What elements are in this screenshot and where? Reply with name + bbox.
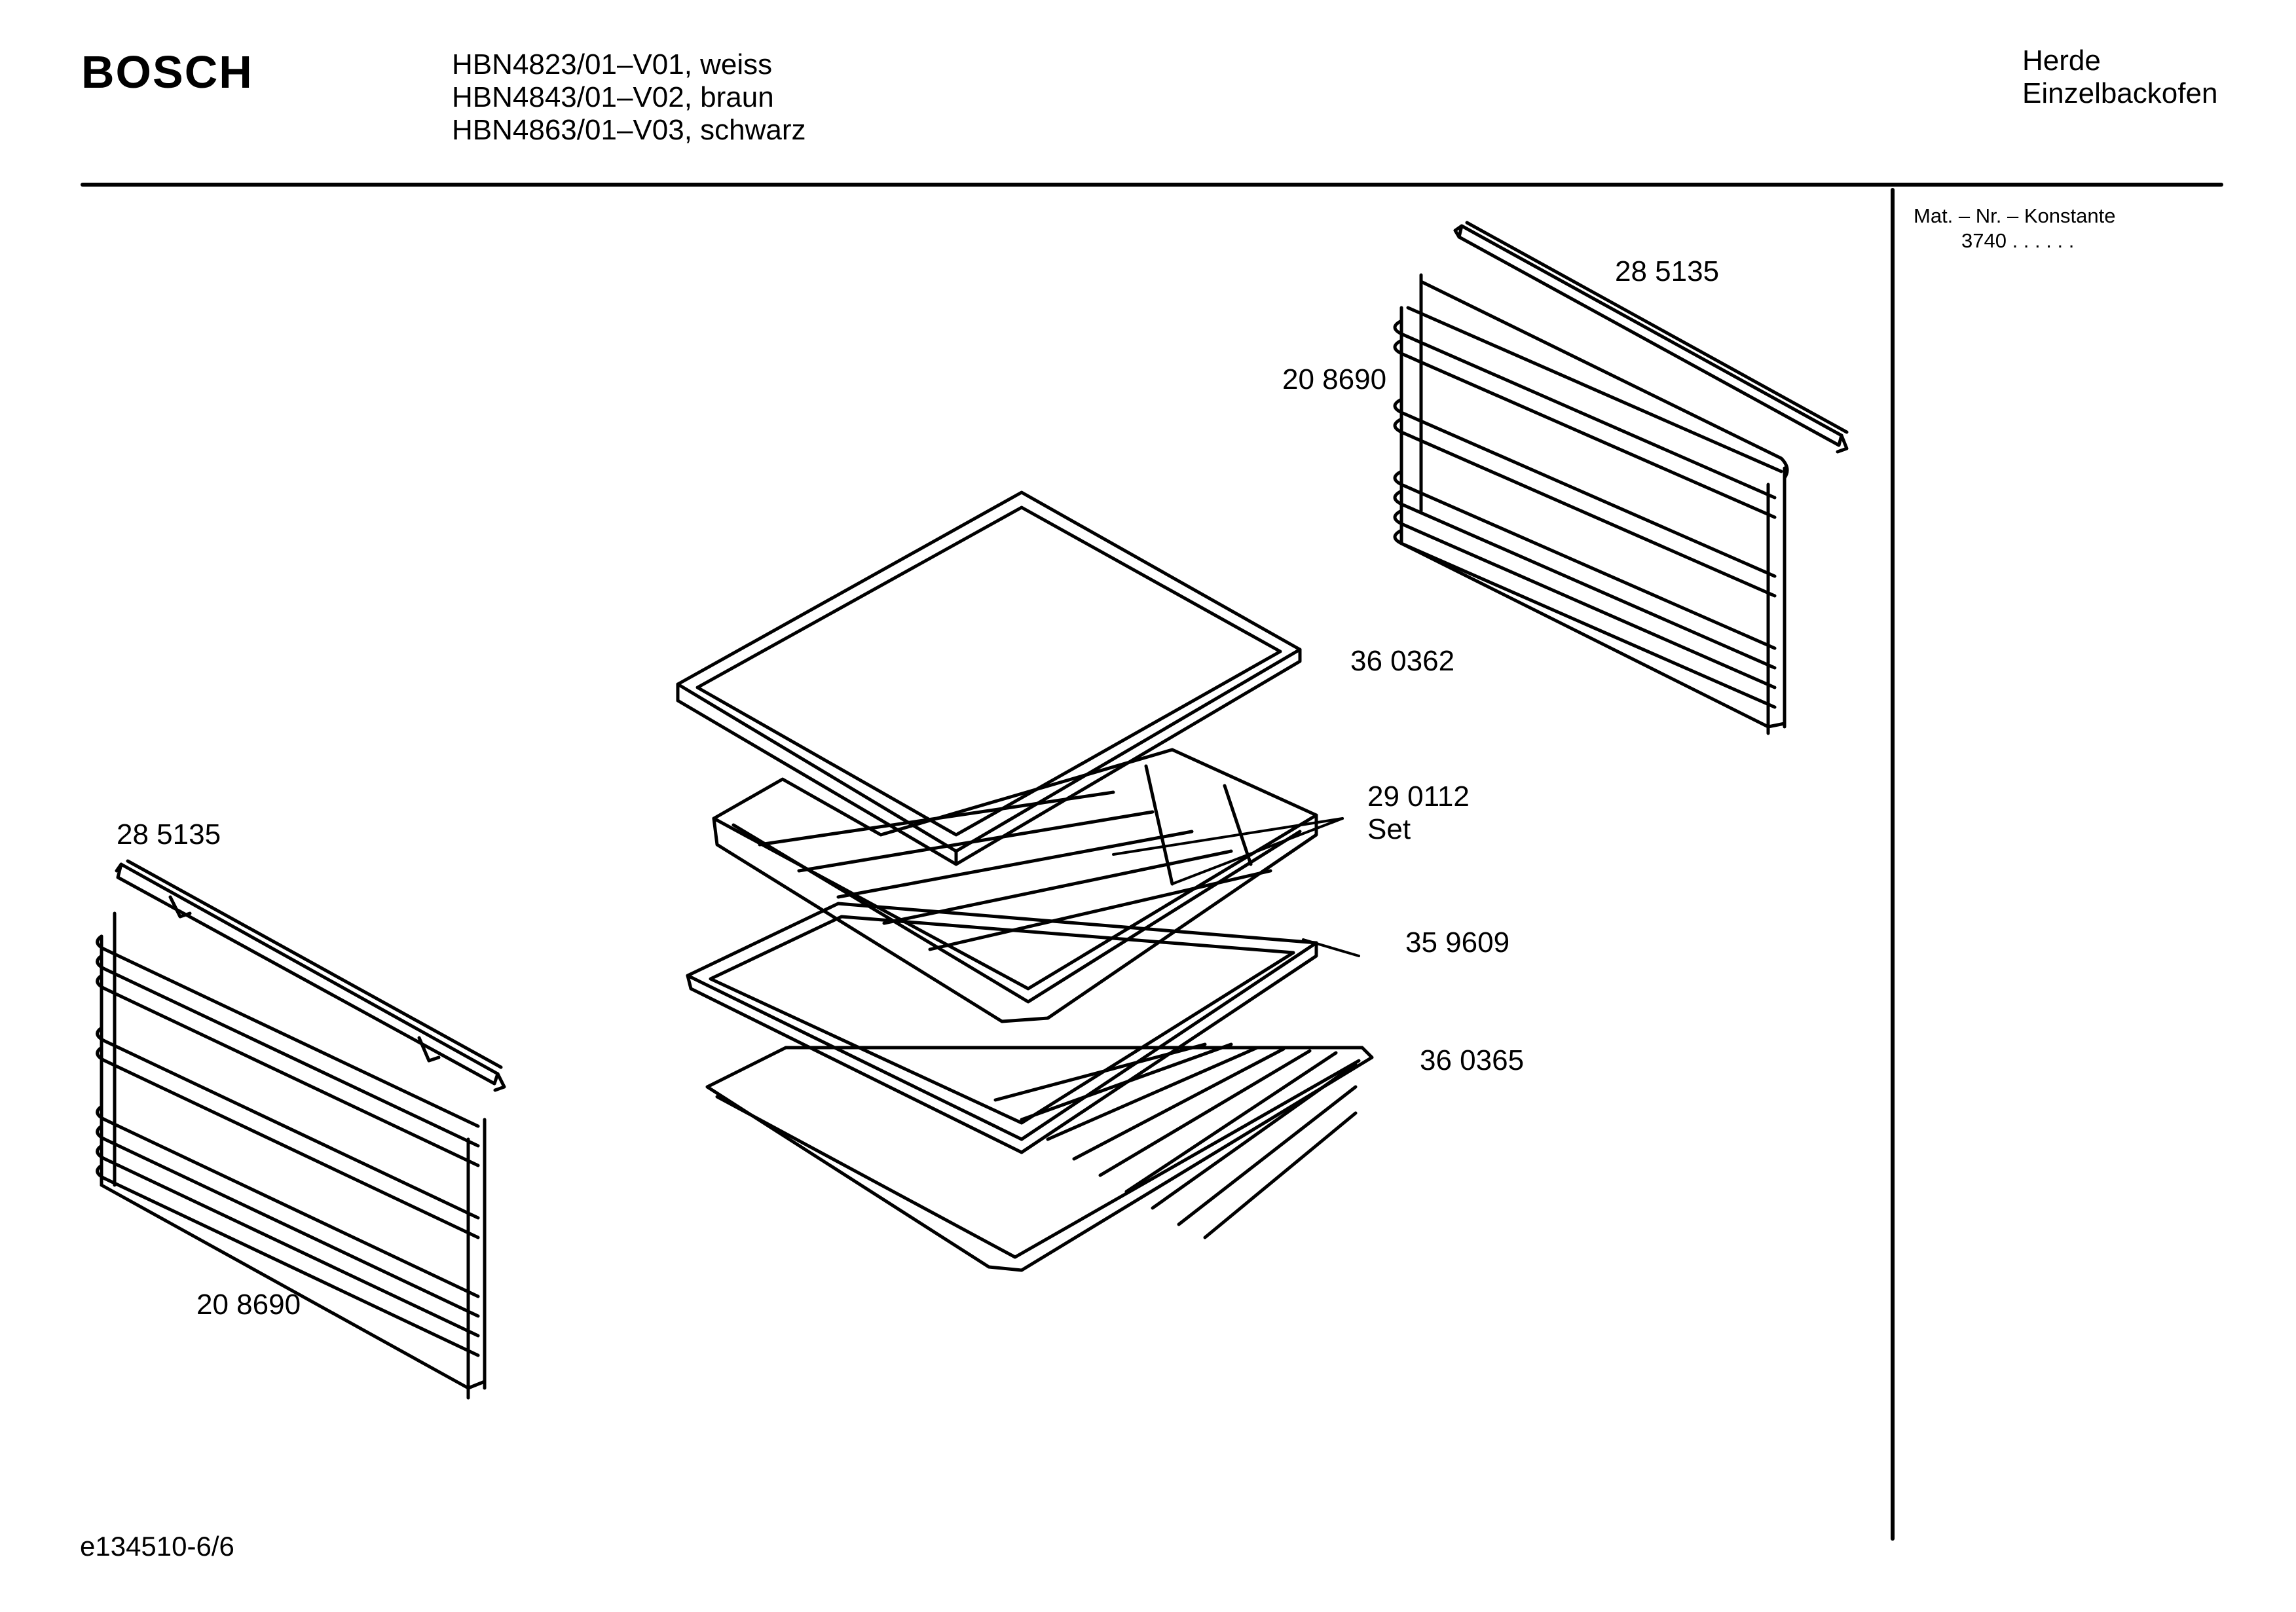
model-line-1: HBN4823/01–V01, weiss: [452, 48, 773, 81]
drip-pan: [712, 748, 1318, 1023]
model-line-3: HBN4863/01–V03, schwarz: [452, 114, 806, 146]
part-label-set: Set: [1367, 813, 1411, 845]
part-label-grid: 36 0365: [1420, 1044, 1525, 1076]
drawing-id: e134510-6/6: [80, 1531, 234, 1562]
part-label-set-number: 29 0112: [1367, 780, 1470, 813]
category-line-2: Einzelbackofen: [2022, 77, 2218, 109]
rail-right: [1453, 221, 1849, 454]
rack-right: [1393, 273, 1789, 735]
oven-grid: [705, 1042, 1374, 1272]
category-line-1: Herde: [2022, 45, 2101, 77]
leader-lines: [1112, 817, 1360, 957]
part-label-tray: 36 0362: [1350, 645, 1455, 677]
baking-sheet: [686, 902, 1318, 1154]
material-number-value: 3740 . . . . . .: [1961, 229, 2075, 252]
rack-left: [96, 911, 487, 1400]
material-number-heading: Mat. – Nr. – Konstante: [1914, 204, 2116, 227]
part-label-rail-left: 28 5135: [117, 818, 221, 851]
part-label-rail-right: 28 5135: [1615, 255, 1720, 287]
part-label-rack-left: 20 8690: [196, 1289, 301, 1321]
brand-logo: BOSCH: [81, 46, 253, 98]
part-label-pan: 35 9609: [1405, 926, 1510, 959]
part-label-rack-right: 20 8690: [1282, 363, 1387, 395]
rail-left: [115, 859, 506, 1092]
model-line-2: HBN4843/01–V02, braun: [452, 81, 774, 113]
tray: [676, 490, 1302, 866]
